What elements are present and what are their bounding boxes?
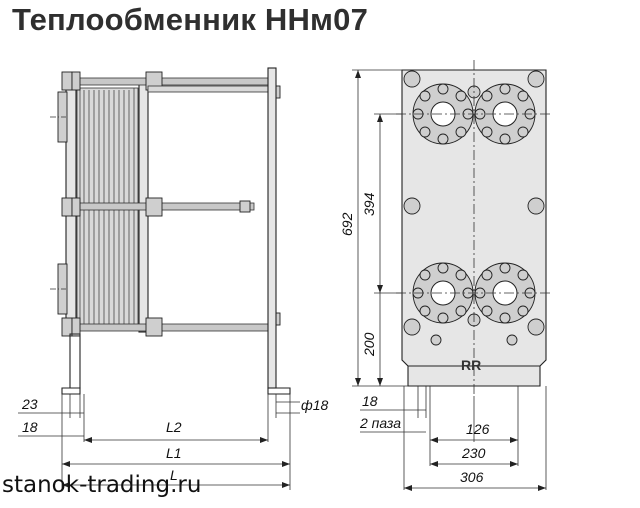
dim-692: 692 <box>339 212 355 236</box>
dim-L2: L2 <box>166 419 182 435</box>
page-title: Теплообменник ННм07 <box>12 2 369 37</box>
dim-L: L <box>170 467 178 483</box>
dim-394: 394 <box>361 192 377 216</box>
dim-230: 230 <box>461 445 486 461</box>
dim-18-right: 18 <box>362 393 378 409</box>
dim-phi18: ф18 <box>301 397 328 413</box>
front-view <box>396 60 552 396</box>
brand-logo: RR <box>461 357 481 373</box>
rear-foot <box>267 387 291 395</box>
dim-126: 126 <box>466 421 490 437</box>
support-column <box>267 67 277 389</box>
front-foot-leg <box>69 333 81 389</box>
side-view <box>50 67 291 395</box>
site-url: stanok-trading.ru <box>2 472 202 498</box>
dim-200: 200 <box>361 332 377 357</box>
dim-L1: L1 <box>166 445 182 461</box>
dim-306: 306 <box>460 469 484 485</box>
front-foot <box>61 387 81 395</box>
dim-23: 23 <box>21 396 38 412</box>
front-view-dimensions <box>352 69 547 491</box>
dim-2-pazy: 2 паза <box>359 415 401 431</box>
side-view-dimensions <box>18 394 300 490</box>
upper-guide-bar <box>147 85 269 93</box>
upper-flanges <box>412 83 536 145</box>
dim-18-left: 18 <box>22 419 38 435</box>
